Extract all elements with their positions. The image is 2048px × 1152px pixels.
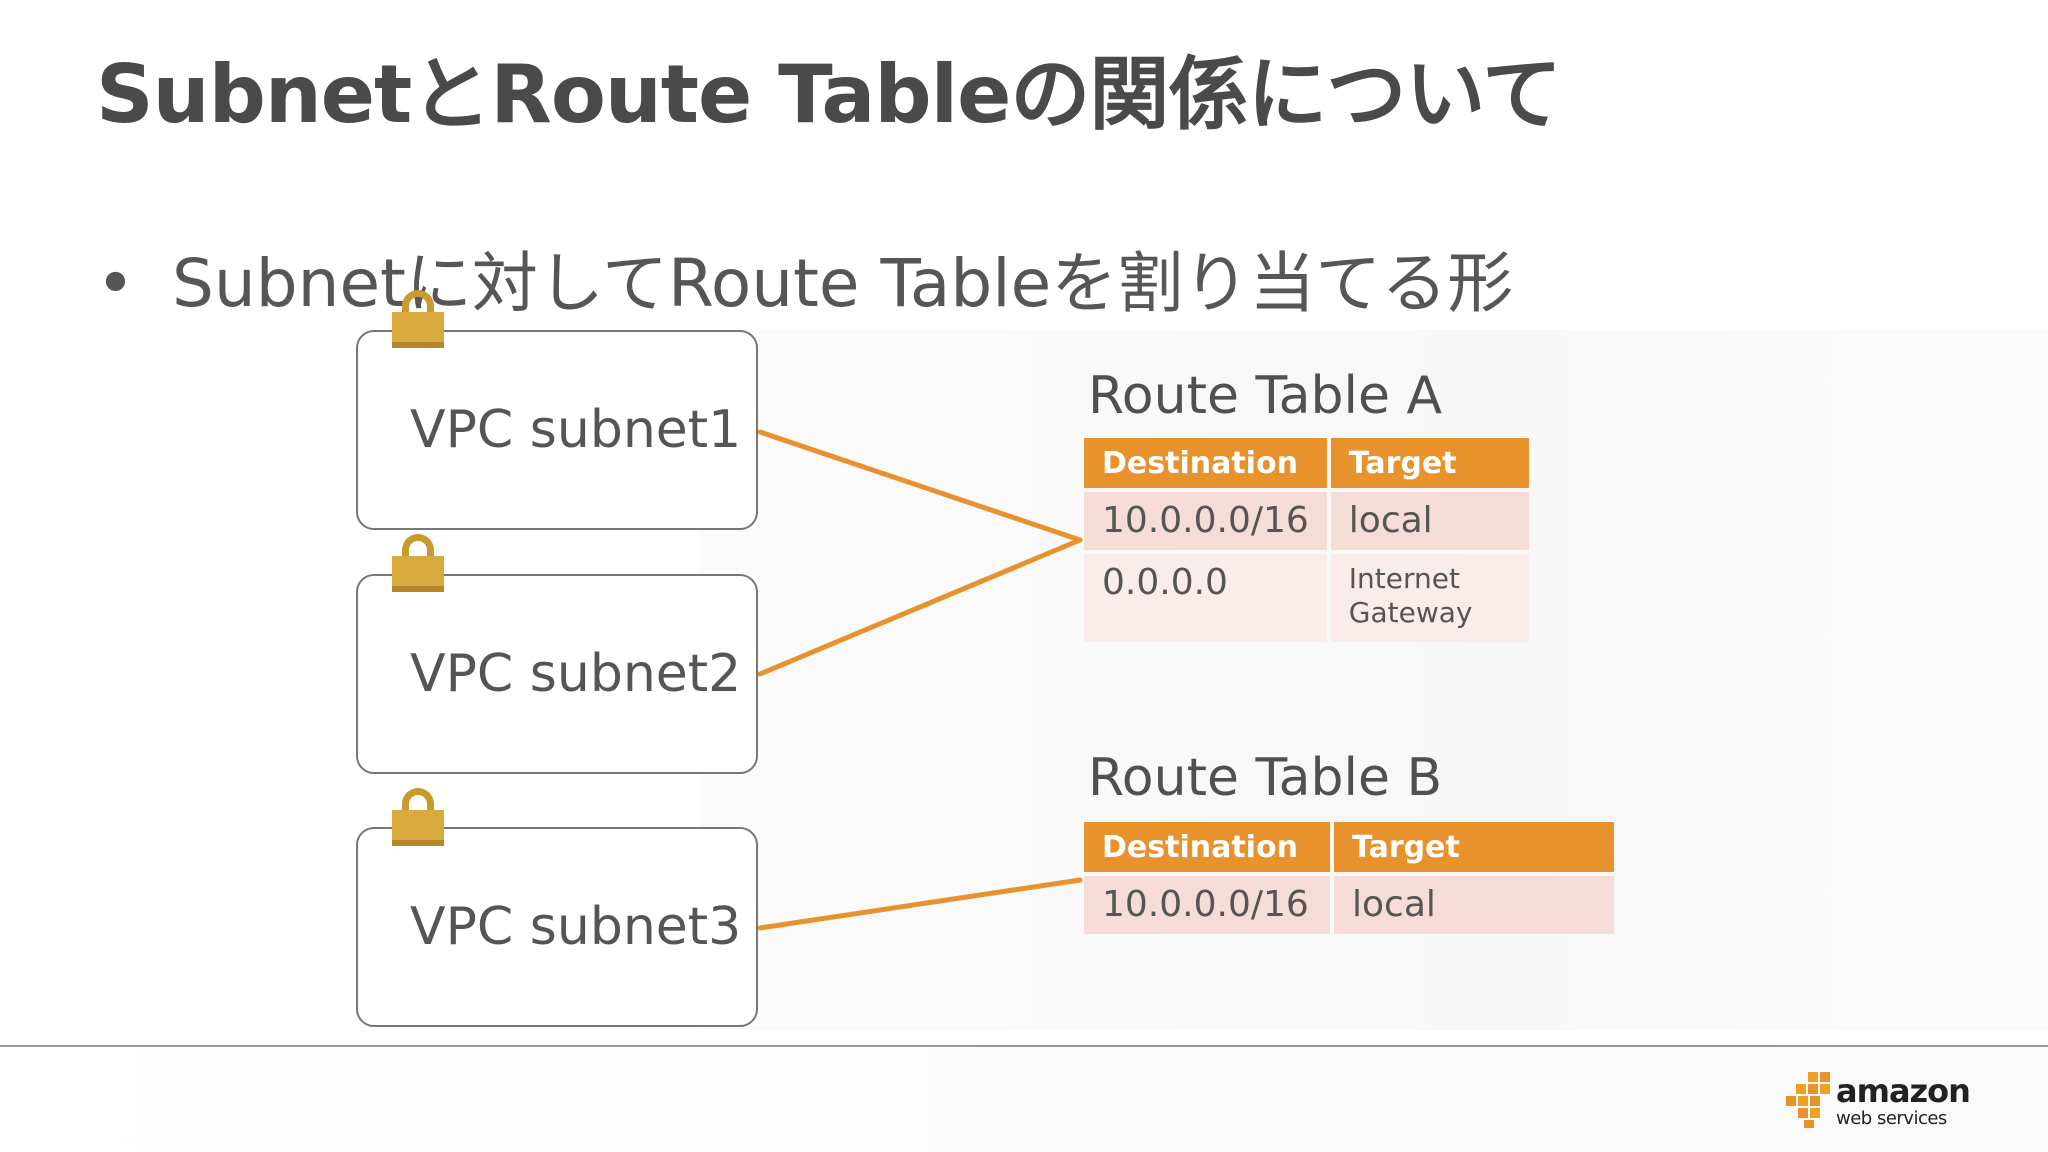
footer-divider	[0, 1045, 2048, 1047]
target-cell: Internet Gateway	[1330, 554, 1529, 642]
table-row: 10.0.0.0/16 local	[1084, 492, 1529, 550]
route-table-a-title: Route Table A	[1088, 366, 1443, 426]
footer-background	[0, 1047, 2048, 1152]
subnet-label: VPC subnet2	[410, 644, 742, 704]
destination-cell: 0.0.0.0	[1084, 554, 1327, 642]
subnet-label: VPC subnet3	[410, 897, 742, 957]
table-row: 0.0.0.0 Internet Gateway	[1084, 554, 1529, 642]
route-table-b-title: Route Table B	[1088, 748, 1443, 808]
target-cell: local	[1330, 492, 1529, 550]
route-table-b: Destination Target 10.0.0.0/16 local	[1080, 818, 1618, 938]
lock-icon	[392, 534, 444, 592]
aws-logo-main: amazon	[1836, 1072, 1971, 1110]
lock-icon	[392, 788, 444, 846]
link-subnet1-to-table-a	[757, 429, 1083, 543]
aws-cubes-icon	[1786, 1072, 1830, 1128]
bullet-point: • Subnetに対してRoute Tableを割り当てる形	[96, 230, 1513, 326]
bullet-marker: •	[96, 245, 135, 322]
destination-cell: 10.0.0.0/16	[1084, 876, 1330, 934]
subnet-box-3[interactable]: VPC subnet3	[356, 827, 758, 1027]
column-header-target: Target	[1330, 438, 1529, 488]
table-row: 10.0.0.0/16 local	[1084, 876, 1614, 934]
destination-cell: 10.0.0.0/16	[1084, 492, 1327, 550]
subnet-box-1[interactable]: VPC subnet1	[356, 330, 758, 530]
column-header-destination: Destination	[1084, 822, 1330, 872]
link-subnet3-to-table-b	[757, 877, 1083, 931]
bullet-text: Subnetに対してRoute Tableを割り当てる形	[172, 245, 1514, 322]
column-header-target: Target	[1334, 822, 1614, 872]
aws-logo-sub: web services	[1836, 1108, 1947, 1129]
slide-title: SubnetとRoute Tableの関係について	[96, 48, 1562, 141]
aws-logo: amazon web services	[1786, 1070, 1976, 1130]
route-table-a: Destination Target 10.0.0.0/16 local 0.0…	[1080, 434, 1533, 646]
column-header-destination: Destination	[1084, 438, 1327, 488]
target-cell: local	[1334, 876, 1614, 934]
link-subnet2-to-table-a	[757, 537, 1083, 677]
lock-icon	[392, 290, 444, 348]
subnet-box-2[interactable]: VPC subnet2	[356, 574, 758, 774]
subnet-label: VPC subnet1	[410, 400, 742, 460]
